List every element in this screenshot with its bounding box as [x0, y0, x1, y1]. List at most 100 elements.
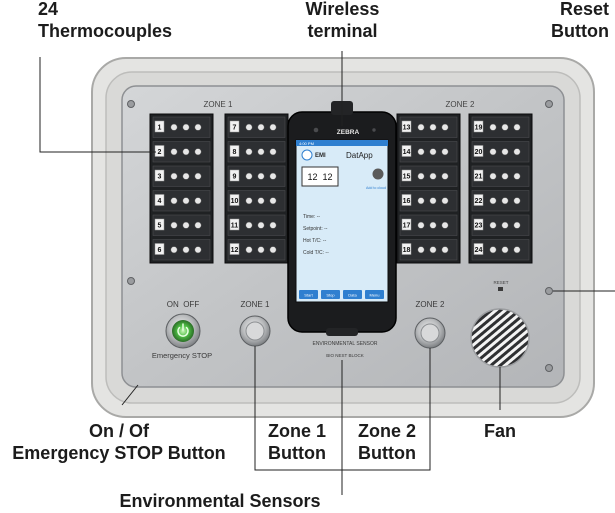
thermocouple-jack[interactable] — [441, 197, 449, 205]
cloud-icon[interactable] — [372, 168, 384, 180]
thermocouple-jack[interactable] — [269, 246, 277, 254]
thermocouple-jack[interactable] — [513, 197, 521, 205]
wireless-terminal[interactable]: ZEBRA 4:00 PM EMI DatApp 12 12 Add to cl… — [287, 101, 397, 336]
thermocouple-jack[interactable] — [170, 148, 178, 156]
thermocouple-jack[interactable] — [417, 172, 425, 180]
thermocouple-jack[interactable] — [441, 148, 449, 156]
thermocouple-jack[interactable] — [269, 197, 277, 205]
thermocouple-jack[interactable] — [182, 123, 190, 131]
thermocouple-jack[interactable] — [245, 246, 253, 254]
thermocouple-jack[interactable] — [257, 148, 265, 156]
leader-lines — [39, 51, 615, 495]
thermocouple-jack[interactable] — [489, 197, 497, 205]
thermocouple-jack[interactable] — [194, 148, 202, 156]
thermocouple-slot — [227, 141, 286, 163]
thermocouple-jack[interactable] — [501, 123, 509, 131]
thermocouple-jack[interactable] — [194, 123, 202, 131]
thermocouple-jack[interactable] — [489, 246, 497, 254]
thermocouple-jack[interactable] — [269, 148, 277, 156]
thermocouple-jack[interactable] — [513, 246, 521, 254]
thermocouple-jack[interactable] — [429, 197, 437, 205]
thermocouple-number: 3 — [158, 174, 162, 181]
thermocouple-slot — [399, 116, 458, 138]
thermocouple-jack[interactable] — [170, 246, 178, 254]
terminal-screen[interactable] — [295, 139, 389, 303]
thermocouple-jack[interactable] — [170, 123, 178, 131]
thermocouple-jack[interactable] — [170, 197, 178, 205]
thermocouple-jack[interactable] — [513, 123, 521, 131]
thermocouple-jack[interactable] — [245, 123, 253, 131]
thermocouple-jack[interactable] — [441, 123, 449, 131]
terminal-brand: ZEBRA — [337, 129, 360, 136]
thermocouple-jack[interactable] — [257, 123, 265, 131]
thermocouple-jack[interactable] — [257, 197, 265, 205]
thermocouple-jack[interactable] — [513, 172, 521, 180]
thermocouple-jack[interactable] — [501, 197, 509, 205]
screw — [127, 277, 135, 285]
value-display — [301, 166, 339, 187]
thermocouple-jack[interactable] — [194, 172, 202, 180]
thermocouple-jack[interactable] — [257, 221, 265, 229]
callout-fan: Fan — [470, 420, 530, 442]
thermocouple-jack[interactable] — [513, 221, 521, 229]
thermocouple-jack[interactable] — [417, 221, 425, 229]
screen-button[interactable] — [299, 290, 318, 299]
thermocouple-jack[interactable] — [245, 148, 253, 156]
thermocouple-jack[interactable] — [417, 197, 425, 205]
thermocouple-jack[interactable] — [417, 246, 425, 254]
thermocouple-jack[interactable] — [489, 172, 497, 180]
thermocouple-jack[interactable] — [429, 221, 437, 229]
cloud-link[interactable]: Add to cloud — [366, 186, 386, 190]
reset-button[interactable] — [498, 287, 503, 291]
power-button[interactable] — [172, 320, 194, 342]
thermocouple-jack[interactable] — [489, 123, 497, 131]
thermocouple-jack[interactable] — [501, 148, 509, 156]
thermocouple-jack[interactable] — [257, 246, 265, 254]
zone2-button-cap — [420, 323, 440, 343]
thermocouple-jack[interactable] — [170, 221, 178, 229]
thermocouple-jack[interactable] — [194, 221, 202, 229]
thermocouple-jack[interactable] — [182, 246, 190, 254]
thermocouple-jack[interactable] — [429, 123, 437, 131]
thermocouple-jack[interactable] — [182, 148, 190, 156]
thermocouple-slot — [227, 116, 286, 138]
thermocouple-jack[interactable] — [501, 221, 509, 229]
thermocouple-jack[interactable] — [417, 123, 425, 131]
screen-button[interactable] — [365, 290, 384, 299]
thermocouple-jack[interactable] — [429, 148, 437, 156]
thermocouple-jack[interactable] — [182, 197, 190, 205]
thermocouple-jack[interactable] — [194, 246, 202, 254]
thermocouple-jack[interactable] — [170, 172, 178, 180]
thermocouple-jack[interactable] — [257, 172, 265, 180]
thermocouple-number: 2 — [158, 149, 162, 156]
screen-button[interactable] — [321, 290, 340, 299]
thermocouple-jack[interactable] — [441, 172, 449, 180]
callout-thermocouples-line2: Thermocouples — [38, 21, 173, 41]
thermocouple-jack[interactable] — [441, 246, 449, 254]
fan-grill — [470, 308, 530, 368]
thermocouple-jack[interactable] — [501, 172, 509, 180]
thermocouple-jack[interactable] — [489, 221, 497, 229]
thermocouple-jack[interactable] — [429, 172, 437, 180]
thermocouple-jack[interactable] — [245, 172, 253, 180]
thermocouple-jack[interactable] — [429, 246, 437, 254]
reset-label: RESET — [493, 280, 508, 285]
thermocouple-number-badge — [154, 243, 165, 255]
thermocouple-number: 10 — [231, 198, 239, 205]
thermocouple-jack[interactable] — [245, 197, 253, 205]
thermocouple-jack[interactable] — [269, 172, 277, 180]
thermocouple-jack[interactable] — [245, 221, 253, 229]
screen-button[interactable] — [343, 290, 362, 299]
thermocouple-jack[interactable] — [441, 221, 449, 229]
thermocouple-jack[interactable] — [489, 148, 497, 156]
thermocouple-jack[interactable] — [182, 172, 190, 180]
callout-wireless: Wireless terminal — [290, 0, 395, 42]
thermocouple-jack[interactable] — [269, 221, 277, 229]
thermocouple-jack[interactable] — [417, 148, 425, 156]
thermocouple-jack[interactable] — [269, 123, 277, 131]
thermocouple-jack[interactable] — [182, 221, 190, 229]
thermocouple-jack[interactable] — [194, 197, 202, 205]
thermocouple-jack[interactable] — [513, 148, 521, 156]
thermocouple-jack[interactable] — [501, 246, 509, 254]
